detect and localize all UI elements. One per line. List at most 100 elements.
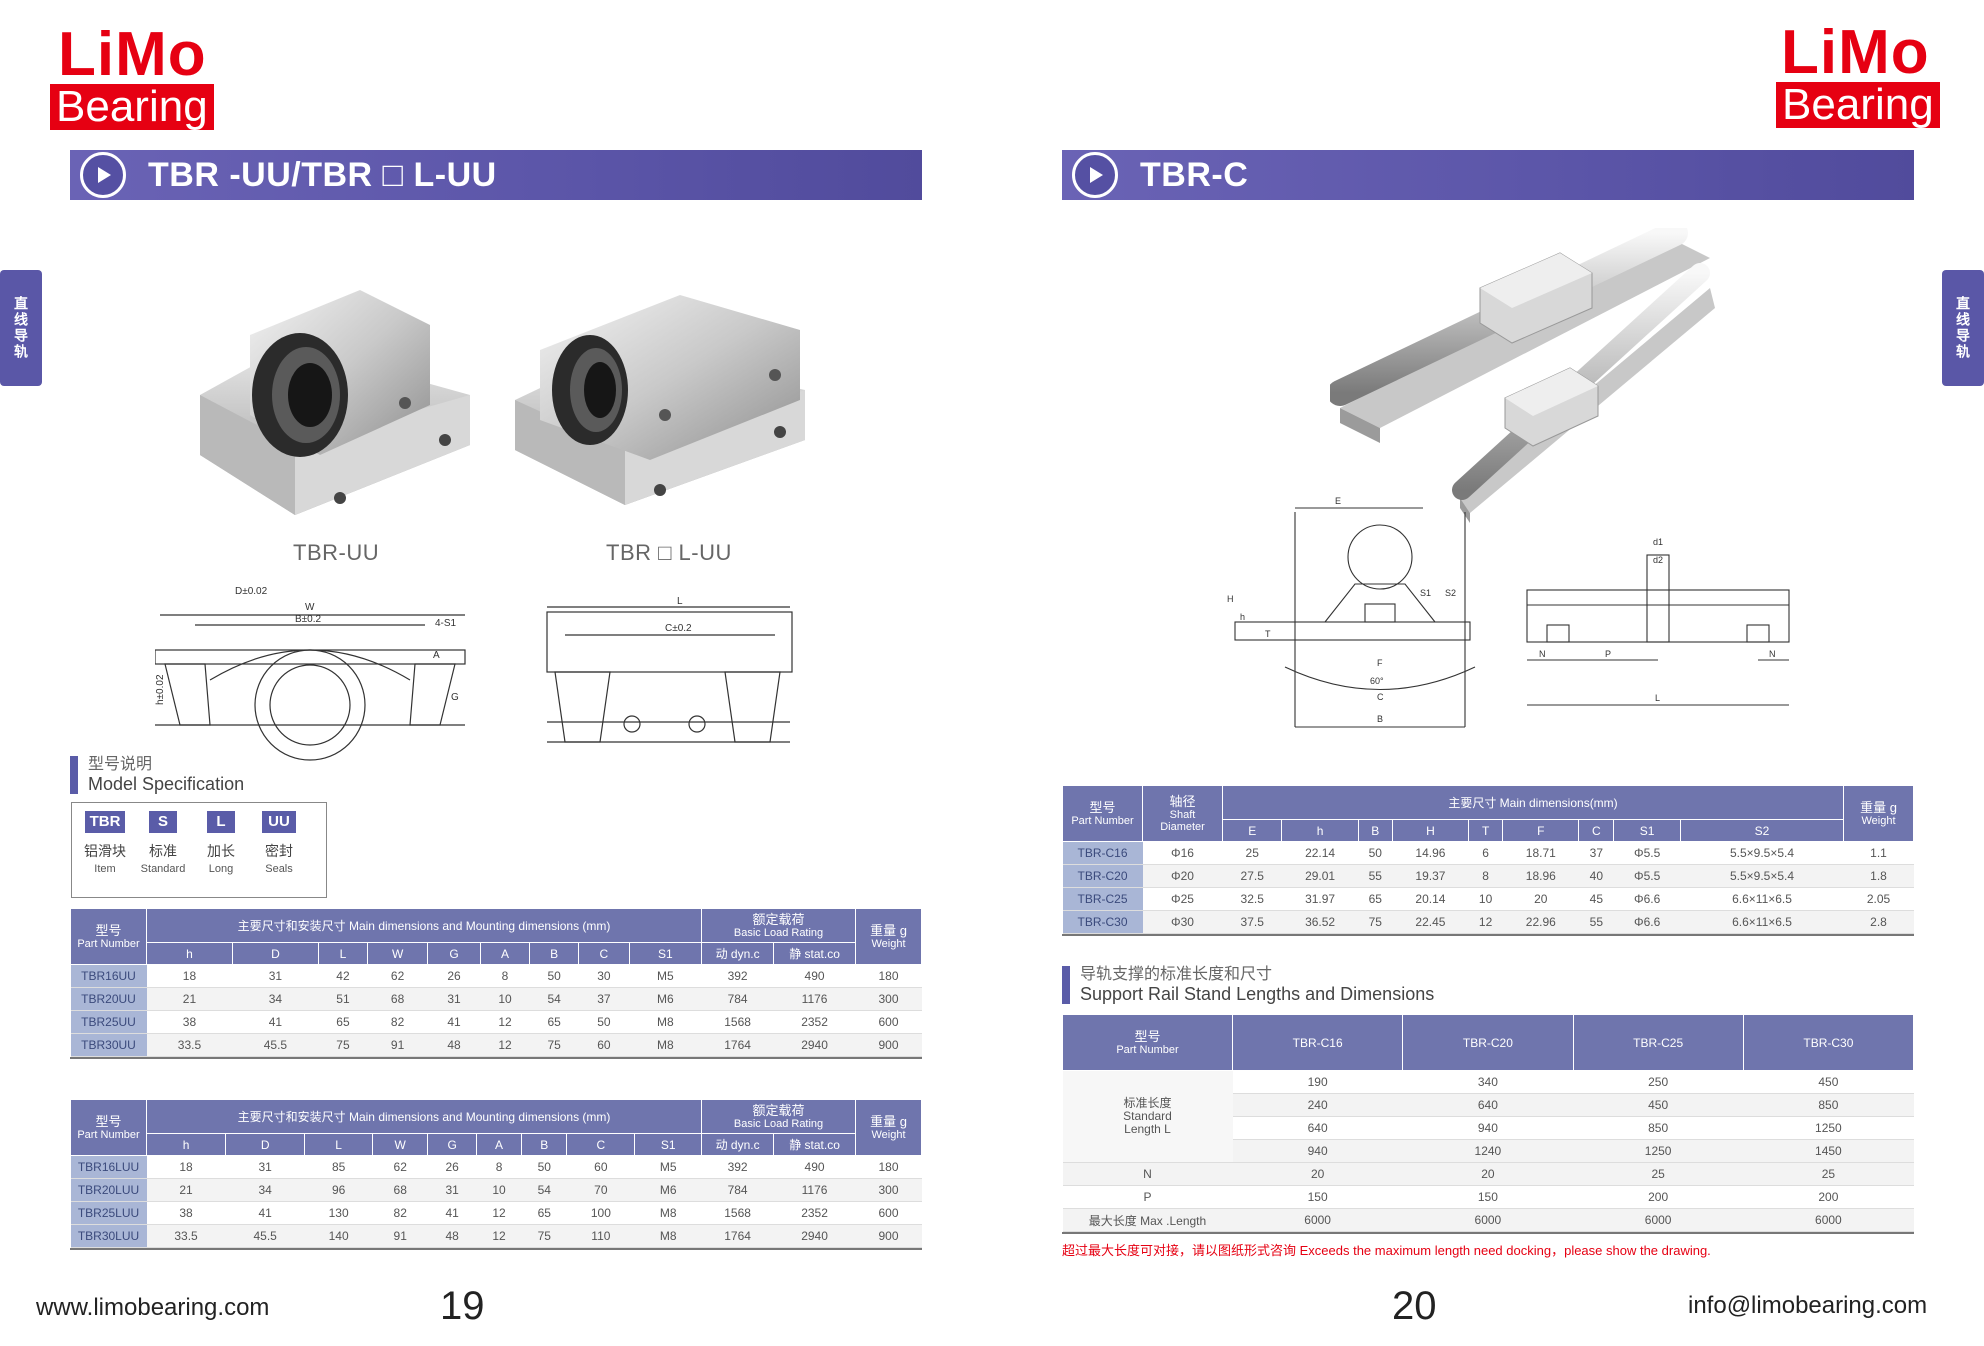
table-cell: 2940 [773,1033,856,1057]
table-cell: 18.71 [1502,841,1579,865]
table-cell: 34 [225,1178,305,1202]
table-cell: 45.5 [232,1033,319,1057]
title-bar-left: TBR -UU/TBR □ L-UU [70,150,922,200]
table-cell: 784 [701,1178,774,1202]
spec-item-l: L 加长 Long [200,811,242,889]
footer-email[interactable]: info@limobearing.com [1688,1292,1928,1319]
table-cell: 1450 [1743,1139,1914,1163]
model-spec-box: TBR 铝滑块 Item S 标准 Standard L 加长 Long UU … [71,802,327,898]
spec-en: Long [208,863,234,875]
table-cell: Φ6.6 [1613,887,1681,911]
col-header: h [145,1133,227,1156]
footer-url[interactable]: www.limobearing.com [36,1294,270,1321]
spec-code: L [207,811,235,833]
table-cell: 300 [855,1178,922,1202]
table-cell: 490 [773,1155,856,1179]
play-circle-icon [80,152,126,198]
table-cell: M6 [629,987,702,1011]
table-cell: M5 [634,1155,702,1179]
table-cell: 20.14 [1392,887,1469,911]
cell-part-number: TBR-C16 [1062,841,1143,865]
pn-en: Part Number [1071,814,1134,827]
col-tbr-c30: TBR-C30 [1742,1014,1915,1071]
table-cell: 12 [476,1224,522,1248]
col-dyn: 动 dyn.c [701,942,775,965]
table-cell: 31 [427,987,481,1011]
table-cell: 5.5×9.5×5.4 [1680,841,1844,865]
table-cell: 85 [304,1155,373,1179]
table-cell: 1568 [701,1010,774,1034]
table-cell: 68 [372,1178,428,1202]
table-cell: 50 [1358,841,1393,865]
spec-code: TBR [85,811,125,833]
drawing-label-l: L [1655,693,1660,703]
table-cell: 45.5 [225,1224,305,1248]
table-cell: 20 [1502,887,1579,911]
model-spec-heading: 型号说明 Model Specification [70,756,244,794]
table-cell: 6000 [1402,1208,1573,1232]
pn-cn: 型号 [1134,1028,1161,1044]
side-tab-left[interactable]: 直线导轨 [0,270,42,386]
table-cell: 640 [1232,1116,1403,1140]
table-cell: 340 [1402,1070,1573,1094]
table-cell: 12 [480,1010,530,1034]
table-cell: 6000 [1573,1208,1744,1232]
table-cell: 65 [529,1010,579,1034]
table-cell: 25 [1222,841,1282,865]
table-cell: 82 [367,1010,428,1034]
shaft-en1: Shaft [1169,808,1196,821]
max-length-note: 超过最大长度可对接，请以图纸形式咨询 Exceeds the maximum l… [1062,1243,1711,1258]
table-cell: 37 [1578,841,1614,865]
col-header: G [427,1133,477,1156]
drawing-label-s1: S1 [1420,588,1431,598]
table-cell: 110 [566,1224,635,1248]
table-cell: 12 [476,1201,522,1225]
table-cell: 30 [578,964,630,988]
drawing-label-p: P [1605,649,1611,659]
table-cell: 2940 [773,1224,856,1248]
table-cell: 32.5 [1222,887,1282,911]
table-cell: 640 [1402,1093,1573,1117]
weight-cn: 重量 g [1860,799,1897,815]
table-cell: 1.8 [1843,864,1914,888]
section-title: TBR-C [1140,155,1249,194]
col-tbr-c16: TBR-C16 [1231,1014,1404,1071]
support-en: Support Rail Stand Lengths and Dimension… [1080,984,1435,1004]
cell-part-number: TBR-C30 [1062,910,1143,934]
col-header: L [304,1133,374,1156]
table-cell: 38 [146,1201,226,1225]
table-cell: 38 [146,1010,233,1034]
table-cell: 21 [146,987,233,1011]
table-cell: 2.8 [1843,910,1914,934]
side-tab-right[interactable]: 直线导轨 [1942,270,1984,386]
spec-cn: 标准 [149,843,177,859]
table-cell: 21 [146,1178,226,1202]
table-cell: 600 [855,1010,922,1034]
drawing-label-w: W [305,602,315,613]
table-cell: 900 [855,1224,922,1248]
drawing-label-c: C [1377,692,1384,702]
drawing-label-b: B±0.2 [295,614,321,625]
table-cell: 22.45 [1392,910,1469,934]
table-cell: 37.5 [1222,910,1282,934]
drawing-label-h: H [1227,594,1234,604]
table-cell: 37 [578,987,630,1011]
logo-bearing-text: Bearing [1776,82,1940,128]
table-cell: M8 [629,1010,702,1034]
table-cell: 200 [1743,1185,1914,1209]
table-cell: 26 [427,964,481,988]
spec-code: S [149,811,177,833]
pn-cn: 型号 [95,922,122,938]
table-cell: 45 [1578,887,1614,911]
cell-part-number: TBR25UU [70,1010,147,1034]
table-cell: 62 [372,1155,428,1179]
